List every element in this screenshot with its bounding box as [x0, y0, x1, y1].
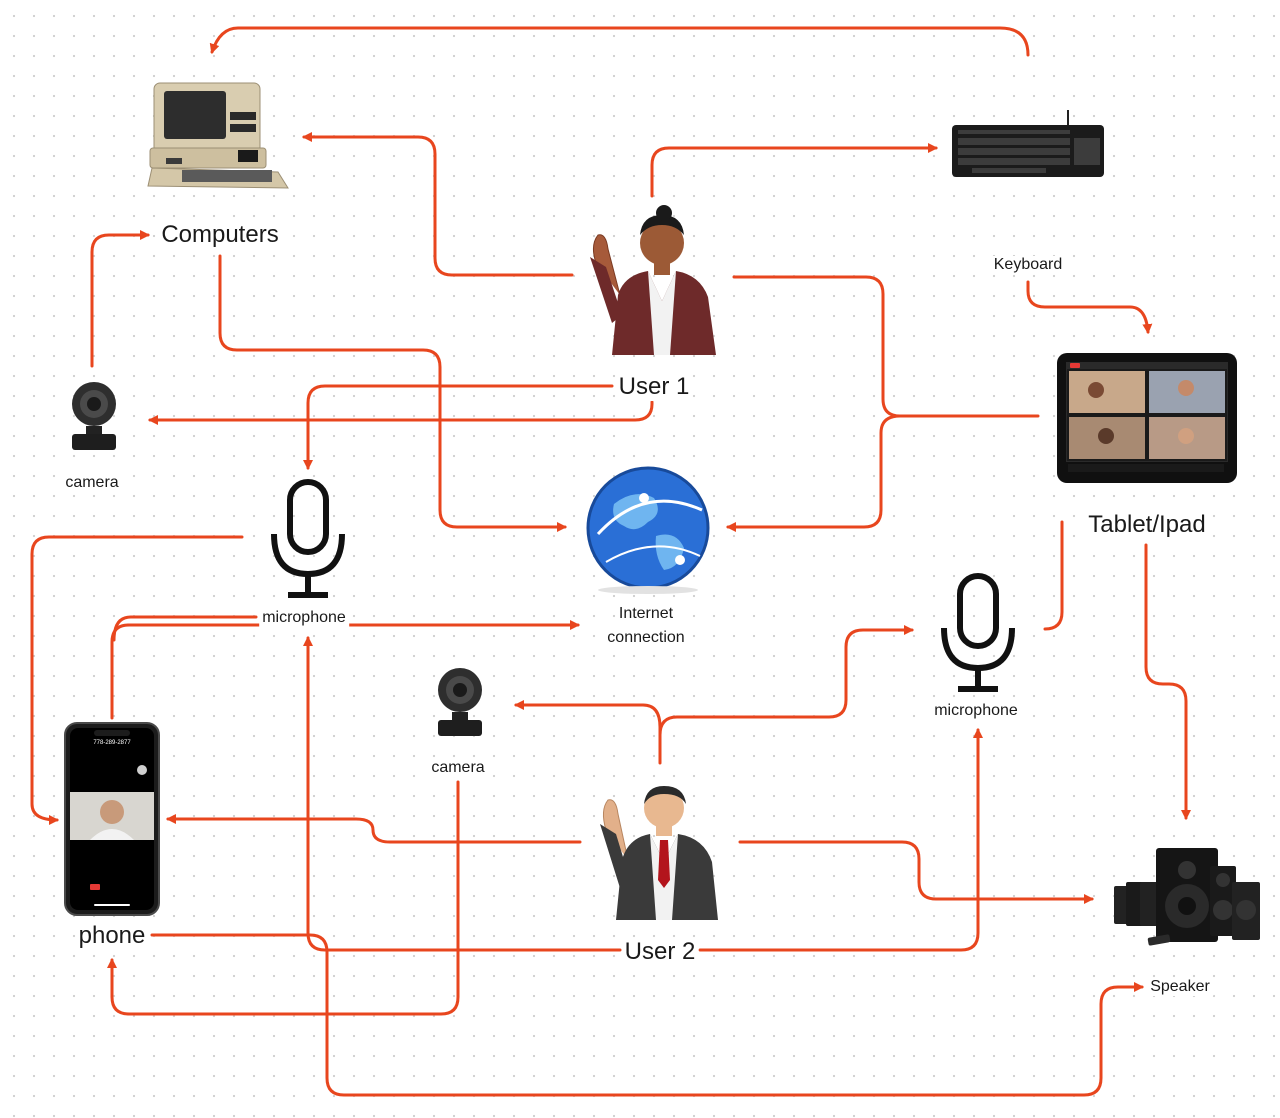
microphone-right-label: microphone — [931, 702, 1021, 721]
arrow-user1-to-microphone — [303, 384, 614, 470]
waving-woman-avatar — [582, 205, 720, 355]
arrow-computers-to-internet — [218, 254, 567, 532]
arrow-phone-to-speaker — [150, 933, 1144, 1097]
arrow-camera-to-phone — [107, 780, 460, 1016]
arrow-user1-to-computers — [302, 132, 574, 277]
tablet-label: Tablet/Ipad — [1085, 511, 1209, 539]
arrow-user2-to-microphone — [658, 625, 914, 737]
arrow-user2-to-phone — [166, 814, 582, 844]
globe-icon — [584, 464, 714, 594]
phone-caller-number: 778-289-2877 — [93, 740, 131, 746]
arrow-keyboard-to-tablet — [1026, 280, 1153, 334]
arrow-camera-to-computers — [90, 230, 150, 368]
arrow-user1-to-keyboard — [650, 143, 938, 198]
webcam-icon — [434, 666, 486, 738]
retro-computer-icon — [140, 78, 290, 196]
waving-man-avatar — [594, 780, 724, 920]
arrow-user2-to-microphone-left — [303, 636, 622, 952]
keyboard-icon — [950, 108, 1106, 180]
arrow-user1-to-camera — [148, 400, 654, 425]
user2-label: User 2 — [621, 938, 699, 966]
arrow-keyboard-to-computers — [209, 26, 1030, 57]
user1-label: User 1 — [615, 373, 693, 401]
arrow-microphone-to-phone — [30, 535, 244, 825]
arrow-tablet-to-user1 — [732, 275, 1040, 418]
microphone-icon — [268, 478, 348, 600]
arrow-tablet-to-microphone — [1043, 520, 1064, 631]
internet-label-line1: Internet — [615, 605, 677, 624]
smartphone-video-call-icon — [64, 722, 160, 916]
internet-label-line2: connection — [604, 629, 688, 648]
arrow-user2-to-camera — [514, 700, 662, 765]
camera-top-label: camera — [62, 474, 122, 493]
arrow-tablet-to-speaker — [1144, 543, 1191, 820]
arrow-phone-to-internet — [110, 620, 580, 720]
keyboard-label: Keyboard — [990, 256, 1066, 275]
speaker-system-icon — [1112, 848, 1262, 950]
speaker-label: Speaker — [1147, 978, 1213, 997]
arrow-user2-to-microphone-right — [698, 728, 983, 952]
arrow-phone-to-microphone-label — [112, 615, 258, 642]
microphone-left-label: microphone — [259, 609, 349, 628]
arrow-tablet-to-internet — [726, 414, 902, 532]
phone-label: phone — [75, 922, 149, 950]
arrow-user2-to-speaker — [738, 840, 1094, 904]
computers-label: Computers — [158, 221, 282, 249]
microphone-icon — [938, 572, 1018, 694]
webcam-icon — [68, 380, 120, 452]
camera-mid-label: camera — [428, 759, 488, 778]
tablet-video-call-icon — [1056, 352, 1238, 484]
